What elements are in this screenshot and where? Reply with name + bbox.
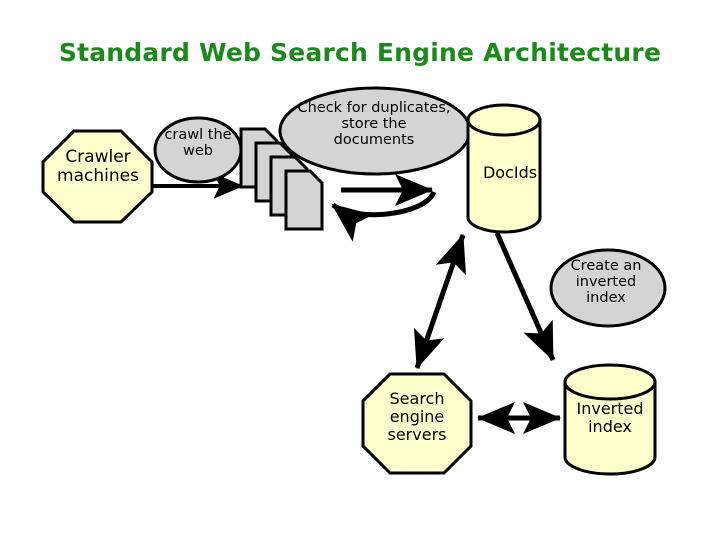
edge-docids-to-search-servers — [413, 234, 467, 369]
node-search-engine-servers — [361, 372, 473, 475]
node-create-inverted-index — [549, 248, 667, 328]
node-documents — [239, 127, 324, 231]
document-page — [284, 169, 324, 231]
edge-docids-to-documents — [331, 190, 437, 242]
node-inverted-index — [563, 363, 657, 476]
edge-docids-to-inverted-index — [494, 231, 556, 362]
node-crawl-the-web — [153, 116, 243, 184]
node-crawler-machines — [41, 129, 154, 224]
node-check-duplicates — [278, 86, 472, 176]
node-docids — [466, 103, 542, 234]
page-title: Standard Web Search Engine Architecture — [58, 38, 662, 67]
